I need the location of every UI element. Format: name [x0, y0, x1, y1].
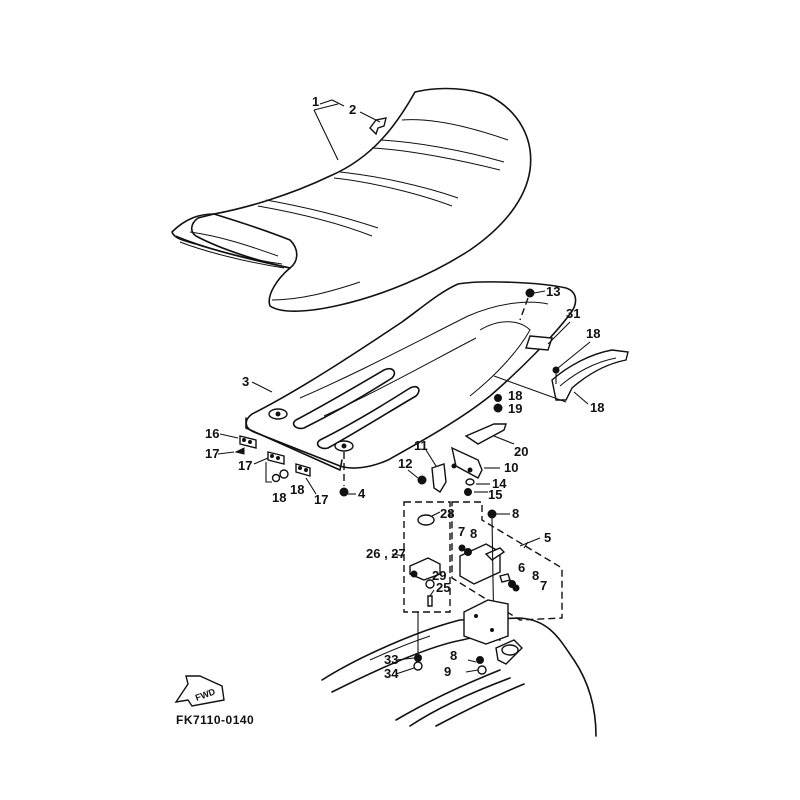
svg-text:4: 4: [358, 486, 366, 501]
callout-3: 3: [242, 374, 273, 393]
callout-2: 2: [349, 102, 381, 123]
svg-text:18: 18: [508, 388, 522, 403]
svg-text:33: 33: [384, 652, 398, 667]
svg-text:1: 1: [312, 94, 319, 109]
svg-text:9: 9: [444, 664, 451, 679]
svg-text:17: 17: [314, 492, 328, 507]
seat-lock-assembly: 8 7 8 6 8 7 5: [451, 501, 563, 641]
bolt-4: 4: [339, 452, 366, 501]
svg-text:25: 25: [436, 580, 450, 595]
svg-text:34: 34: [384, 666, 399, 681]
svg-text:18: 18: [590, 400, 604, 415]
pad-26-27: 20: [464, 423, 528, 459]
svg-text:18: 18: [586, 326, 600, 341]
svg-text:16: 16: [205, 426, 219, 441]
svg-text:19: 19: [508, 401, 522, 416]
svg-text:8: 8: [450, 648, 457, 663]
svg-text:18: 18: [290, 482, 304, 497]
svg-text:14: 14: [492, 476, 507, 491]
svg-text:20: 20: [514, 444, 528, 459]
svg-text:8: 8: [512, 506, 519, 521]
forward-direction-marker: FWD: [174, 675, 225, 707]
svg-text:8: 8: [470, 526, 477, 541]
bracket-12: 10: [451, 446, 518, 479]
svg-text:3: 3: [242, 374, 249, 389]
svg-text:7: 7: [458, 524, 465, 539]
callout-28: 31: [547, 306, 580, 345]
hinge-parts: 16 17 17 18 18 17: [205, 426, 328, 507]
svg-text:17: 17: [205, 446, 219, 461]
bolt-15: 13: [519, 284, 560, 321]
hull-outline: [321, 599, 597, 737]
svg-text:18: 18: [272, 490, 286, 505]
hardware-bottom: 33 34 8 9: [384, 648, 487, 681]
seat-base: [245, 281, 577, 471]
svg-text:2: 2: [349, 102, 356, 117]
svg-text:7: 7: [540, 578, 547, 593]
callout-1: 1: [312, 94, 345, 161]
svg-text:28: 28: [440, 506, 454, 521]
svg-text:11: 11: [414, 438, 428, 453]
svg-text:5: 5: [544, 530, 551, 545]
drawing-code: FK7110-0140: [176, 713, 254, 727]
svg-text:6: 6: [518, 560, 525, 575]
svg-text:10: 10: [504, 460, 518, 475]
grab-rail: 18 18: [493, 326, 629, 415]
latch-13: 11 12: [398, 438, 447, 493]
svg-text:26 , 27: 26 , 27: [366, 546, 406, 561]
svg-text:31: 31: [566, 306, 580, 321]
latch-assembly-29: 28 26 , 27 29 25: [366, 501, 454, 654]
fasteners-16-17: 14 15: [464, 476, 507, 502]
svg-text:29: 29: [432, 568, 446, 583]
washers-24-25: 18 19: [493, 388, 522, 416]
svg-text:15: 15: [488, 487, 502, 502]
seat-cushion: [171, 87, 532, 312]
svg-text:17: 17: [238, 458, 252, 473]
svg-text:12: 12: [398, 456, 412, 471]
svg-text:13: 13: [546, 284, 560, 299]
svg-text:8: 8: [532, 568, 539, 583]
